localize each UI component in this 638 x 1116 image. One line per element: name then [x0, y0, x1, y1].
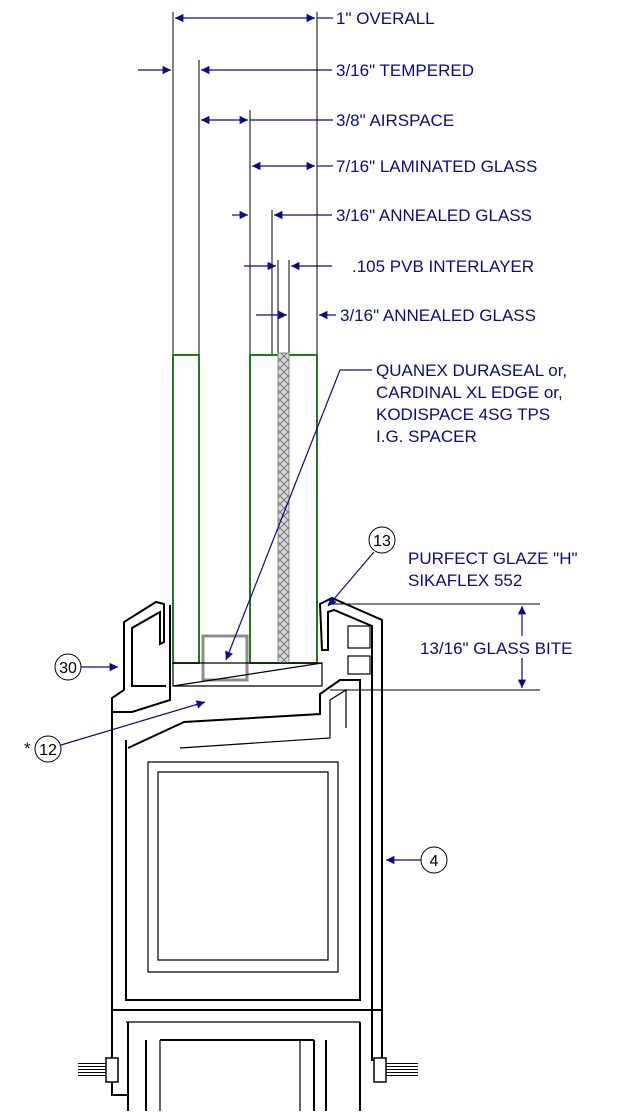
dim-pvb-label: .105 PVB INTERLAYER	[352, 257, 534, 276]
callout-12-label: 12	[39, 742, 57, 759]
spacer-note-line-1: QUANEX DURASEAL or,	[376, 361, 567, 380]
dimension-airspace: 3/8" AIRSPACE	[201, 111, 454, 130]
dim-annealed-top-label: 3/16" ANNEALED GLASS	[336, 206, 532, 225]
spacer-note-line-2: CARDINAL XL EDGE or,	[376, 383, 563, 402]
dimension-pvb: .105 PVB INTERLAYER	[244, 257, 534, 276]
callout-30-label: 30	[59, 660, 77, 677]
callout-4-label: 4	[430, 853, 439, 870]
callout-12-bubble	[34, 735, 62, 763]
dimension-annealed-top: 3/16" ANNEALED GLASS	[232, 206, 532, 225]
glass-lites	[172, 352, 318, 664]
sealant-callout: 13 PURFECT GLAZE "H" SIKAFLEX 552	[327, 526, 578, 607]
spacer-note-line-3: KODISPACE 4SG TPS	[376, 405, 550, 424]
setting-block	[172, 662, 323, 687]
spacer-note-line-4: I.G. SPACER	[376, 427, 477, 446]
dim-airspace-label: 3/8" AIRSPACE	[336, 111, 454, 130]
frame-profile	[111, 596, 383, 1111]
dim-laminated-label: 7/16" LAMINATED GLASS	[336, 157, 537, 176]
dim-tempered-label: 3/16" TEMPERED	[336, 61, 474, 80]
dimension-annealed-bottom: 3/16" ANNEALED GLASS	[256, 306, 536, 325]
callout-4: 4	[386, 846, 448, 874]
callout-30: 30	[54, 653, 119, 681]
dimension-glass-bite: 13/16" GLASS BITE	[328, 603, 573, 691]
dimension-overall: 1" OVERALL	[175, 9, 435, 28]
dim-overall-label: 1" OVERALL	[336, 9, 435, 28]
weatherstrip-brushes	[78, 1057, 418, 1083]
callout-13-bubble	[368, 526, 396, 554]
sealant-note-line-2: SIKAFLEX 552	[408, 571, 522, 590]
callout-13-label: 13	[373, 533, 391, 550]
dimension-tempered: 3/16" TEMPERED	[138, 61, 474, 80]
spacer-note: QUANEX DURASEAL or, CARDINAL XL EDGE or,…	[225, 361, 567, 661]
tempered-lite	[172, 354, 200, 664]
sealant-note-line-1: PURFECT GLAZE "H"	[408, 549, 578, 568]
ig-spacer	[201, 634, 249, 682]
callout-12: * 12	[24, 700, 206, 763]
extension-lines	[172, 12, 318, 355]
dimension-laminated: 7/16" LAMINATED GLASS	[252, 157, 537, 176]
asterisk-mark: *	[24, 739, 31, 758]
pvb-hatch	[278, 353, 289, 663]
dim-annealed-bottom-label: 3/16" ANNEALED GLASS	[340, 306, 536, 325]
dim-glass-bite-label: 13/16" GLASS BITE	[420, 639, 573, 658]
